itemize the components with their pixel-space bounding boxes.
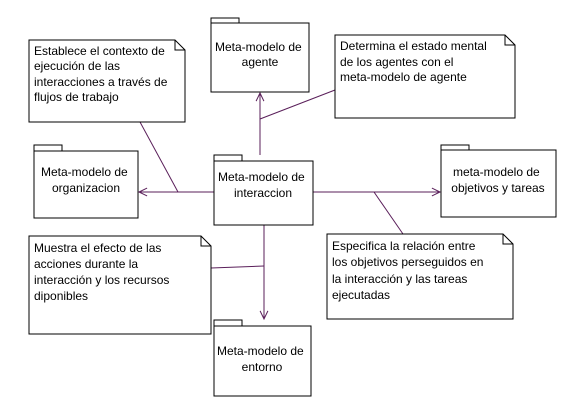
package-agente-label: Meta-modelo de agente	[215, 40, 305, 69]
package-interaccion-label: Meta-modelo de interaccion	[218, 170, 308, 200]
package-interaccion-shape	[213, 154, 314, 226]
package-agente-shape	[210, 17, 310, 93]
note-efecto-shape	[28, 235, 212, 335]
arrowhead-organizacion	[137, 187, 148, 197]
package-entorno-shape	[213, 319, 312, 397]
package-interaccion[interactable]: Meta-modelo de interaccion	[213, 154, 314, 226]
package-interaccion-line: Meta-modelo de	[218, 170, 305, 184]
package-organizacion[interactable]: Meta-modelo de organizacion	[33, 144, 139, 219]
note-efecto-line: interacción y los recursos	[34, 273, 169, 287]
note-link-estado	[259, 89, 336, 120]
package-objetivos-line: objetivos y tareas	[451, 181, 544, 195]
note-contexto-text: Establece el contexto de ejecución de la…	[34, 44, 171, 104]
note-efecto-line: Muestra el efecto de las	[34, 241, 161, 255]
package-entorno-label: Meta-modelo de entorno	[217, 344, 307, 374]
package-objetivos[interactable]: meta-modelo de objetivos y tareas	[440, 144, 557, 218]
package-organizacion-label: Meta-modelo de organizacion	[41, 165, 131, 195]
note-relacion[interactable]: Especifica la relación entre los objetiv…	[326, 233, 514, 320]
note-efecto[interactable]: Muestra el efecto de las acciones durant…	[28, 235, 212, 335]
note-estado-shape	[334, 34, 516, 119]
note-estado-line: Determina el estado mental	[340, 39, 487, 53]
note-relacion-shape	[326, 233, 514, 320]
package-organizacion-shape	[33, 144, 139, 219]
note-contexto-shape	[28, 39, 186, 123]
note-contexto-line: interacciones a través de	[34, 75, 168, 89]
note-relacion-line: Especifica la relación entre	[332, 239, 476, 253]
note-relacion-line: los objetivos perseguidos en	[332, 255, 483, 269]
package-agente-line: agente	[242, 55, 279, 69]
package-entorno-line: Meta-modelo de	[217, 344, 304, 358]
note-link-contexto	[139, 121, 179, 193]
note-efecto-text: Muestra el efecto de las acciones durant…	[34, 241, 173, 303]
note-estado-line: meta-modelo de agente	[340, 70, 467, 84]
note-estado-line: de los agentes con el	[340, 55, 453, 69]
package-interaccion-line: interaccion	[234, 186, 292, 200]
note-contexto-line: flujos de trabajo	[34, 90, 119, 104]
note-contexto[interactable]: Establece el contexto de ejecución de la…	[28, 39, 186, 123]
connectors	[137, 89, 442, 321]
note-estado-text: Determina el estado mental de los agente…	[340, 39, 490, 84]
arrowhead-agente	[255, 91, 265, 102]
note-relacion-line: la interacción y las tareas	[332, 272, 467, 286]
package-objetivos-line: meta-modelo de	[453, 165, 540, 179]
package-organizacion-line: Meta-modelo de	[41, 165, 128, 179]
note-relacion-text: Especifica la relación entre los objetiv…	[332, 239, 487, 302]
note-link-efecto	[210, 265, 265, 269]
note-link-relacion	[373, 191, 404, 235]
note-efecto-line: diponibles	[34, 289, 88, 303]
arrowhead-objetivos	[431, 187, 442, 197]
note-estado[interactable]: Determina el estado mental de los agente…	[334, 34, 516, 119]
package-agente-line: Meta-modelo de	[215, 40, 302, 54]
note-contexto-line: Establece el contexto de	[34, 44, 165, 58]
package-entorno-line: entorno	[242, 360, 283, 374]
note-efecto-line: acciones durante la	[34, 257, 138, 271]
package-objetivos-shape	[440, 144, 557, 218]
arrowhead-entorno	[259, 310, 269, 321]
package-entorno[interactable]: Meta-modelo de entorno	[213, 319, 312, 397]
note-relacion-line: ejecutadas	[332, 288, 390, 302]
package-organizacion-line: organizacion	[52, 181, 120, 195]
package-objetivos-label: meta-modelo de objetivos y tareas	[451, 165, 544, 195]
package-agente[interactable]: Meta-modelo de agente	[210, 17, 310, 93]
note-contexto-line: ejecución de las	[34, 59, 120, 73]
